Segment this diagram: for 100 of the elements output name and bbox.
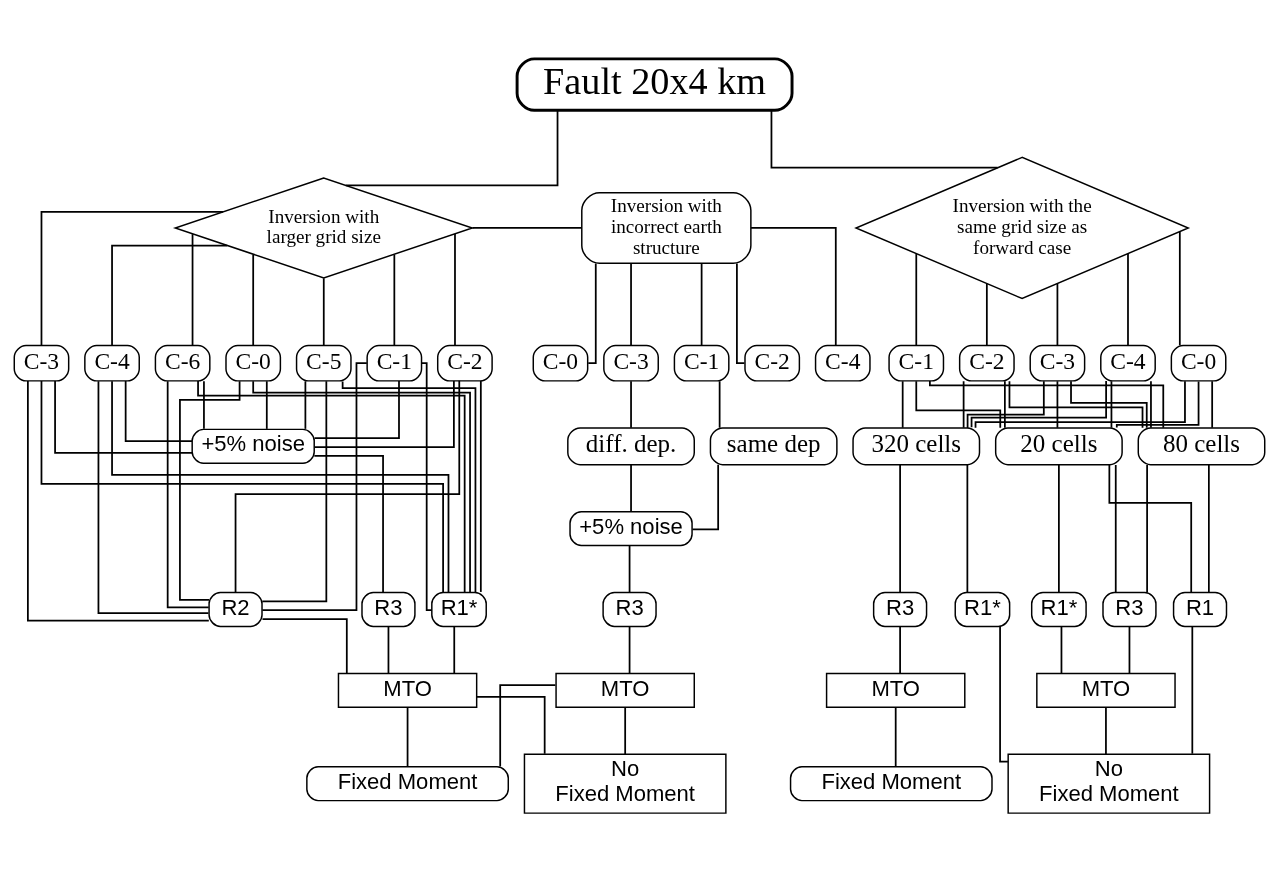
connector xyxy=(387,625,390,675)
connector xyxy=(628,544,631,594)
connector xyxy=(1146,464,1148,594)
connector xyxy=(313,380,400,440)
connector xyxy=(124,380,193,443)
connector xyxy=(1178,231,1181,347)
node-box: R1* xyxy=(431,591,487,628)
connector xyxy=(191,233,194,347)
connector xyxy=(901,380,904,429)
connector xyxy=(341,380,477,593)
connector xyxy=(770,109,999,169)
connector xyxy=(700,262,703,347)
connector xyxy=(630,464,632,513)
connector xyxy=(630,262,632,347)
node-box: C-0 xyxy=(225,344,282,382)
node-box: R2 xyxy=(208,591,263,628)
connector xyxy=(915,380,1002,429)
connector xyxy=(261,362,368,612)
connector xyxy=(1127,253,1129,347)
node-box: +5% noise xyxy=(191,428,315,464)
connector xyxy=(304,380,307,430)
connector xyxy=(322,277,325,347)
node-box: C-3 xyxy=(603,344,659,382)
connector xyxy=(54,380,193,454)
connector xyxy=(624,706,627,756)
node-box: C-2 xyxy=(436,344,493,382)
connector xyxy=(966,464,969,594)
connector xyxy=(899,464,901,594)
node-box: MTO xyxy=(825,672,966,708)
connector xyxy=(1105,706,1107,756)
node-box: C-1 xyxy=(366,344,423,382)
node-box: R3 xyxy=(872,591,928,628)
connector xyxy=(252,253,255,347)
connector xyxy=(1128,625,1131,675)
connector xyxy=(691,463,720,531)
connector xyxy=(1060,625,1063,675)
connector xyxy=(970,380,1107,429)
connector xyxy=(1207,464,1210,594)
connector xyxy=(1115,380,1200,429)
connector xyxy=(166,380,210,609)
connector xyxy=(179,380,241,601)
connector xyxy=(1211,380,1214,429)
node-box: C-5 xyxy=(295,344,352,382)
node-box: C-6 xyxy=(154,344,211,382)
connector xyxy=(1191,625,1194,755)
node-diamond: Inversion with larger grid size xyxy=(172,177,475,279)
node-box: R3 xyxy=(361,591,416,628)
node-box: 320 cells xyxy=(852,427,981,466)
node-box: R3 xyxy=(1102,591,1157,628)
connector xyxy=(899,625,901,675)
connector xyxy=(313,454,384,594)
connector xyxy=(344,109,559,187)
node-box: R1 xyxy=(1172,591,1228,628)
connector xyxy=(197,380,466,593)
connector xyxy=(1056,380,1059,429)
connector xyxy=(111,244,229,347)
connector xyxy=(420,362,433,612)
node-box: MTO xyxy=(1036,672,1176,708)
node-box: C-1 xyxy=(673,344,730,382)
node-box: Fault 20x4 km xyxy=(515,57,794,112)
connector xyxy=(1108,463,1193,594)
connector xyxy=(985,282,988,347)
connector xyxy=(1110,380,1113,429)
connector xyxy=(265,380,268,430)
connector xyxy=(999,626,1009,763)
node-box: MTO xyxy=(555,672,695,708)
connector xyxy=(203,380,205,430)
node-box: R3 xyxy=(602,591,657,628)
connector xyxy=(1114,464,1117,594)
connector xyxy=(111,380,450,594)
connector xyxy=(471,227,583,229)
node-box: 20 cells xyxy=(994,427,1123,466)
connector xyxy=(313,380,455,448)
connector xyxy=(894,706,897,768)
connector xyxy=(736,262,746,365)
node-box: C-0 xyxy=(532,344,589,382)
node-box: MTO xyxy=(337,672,478,708)
node-box: diff. dep. xyxy=(567,427,695,466)
connector xyxy=(479,380,482,593)
connector xyxy=(40,210,224,347)
connector xyxy=(1058,464,1060,594)
node-box: 80 cells xyxy=(1137,427,1266,466)
node-box: C-3 xyxy=(13,344,70,382)
node-box: Fixed Moment xyxy=(306,766,509,802)
node-box: R1* xyxy=(1030,591,1087,628)
connector xyxy=(476,696,546,755)
connector xyxy=(97,380,210,615)
node-diamond: Inversion with the same grid size as forward case xyxy=(854,156,1191,300)
connector xyxy=(587,262,597,365)
connector xyxy=(27,380,210,622)
node-box: C-4 xyxy=(814,344,871,382)
node-box: R1* xyxy=(954,591,1011,628)
node-box: C-0 xyxy=(1170,344,1227,382)
connector xyxy=(974,380,1186,429)
connector xyxy=(628,625,631,675)
node-box: C-1 xyxy=(888,344,945,382)
connector xyxy=(962,380,965,429)
connector xyxy=(393,253,396,347)
node-box: Inversion with incorrect earth structure xyxy=(581,191,752,264)
node-box: Fixed Moment xyxy=(789,766,993,802)
